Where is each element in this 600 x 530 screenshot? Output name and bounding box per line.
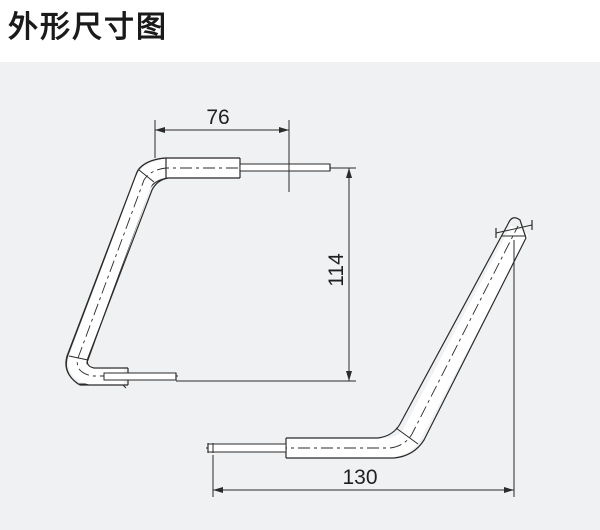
right-bent-tube — [206, 217, 533, 459]
dimension-114 — [176, 167, 356, 382]
left-bent-tube — [65, 157, 331, 389]
dimension-label-76: 76 — [206, 106, 229, 129]
header: 外形尺寸图 — [0, 0, 600, 62]
dimension-76 — [154, 120, 290, 192]
dimension-arrows — [155, 127, 514, 493]
dimension-label-114: 114 — [325, 253, 348, 287]
page-title: 外形尺寸图 — [8, 10, 168, 45]
dimension-label-130: 130 — [342, 466, 377, 489]
